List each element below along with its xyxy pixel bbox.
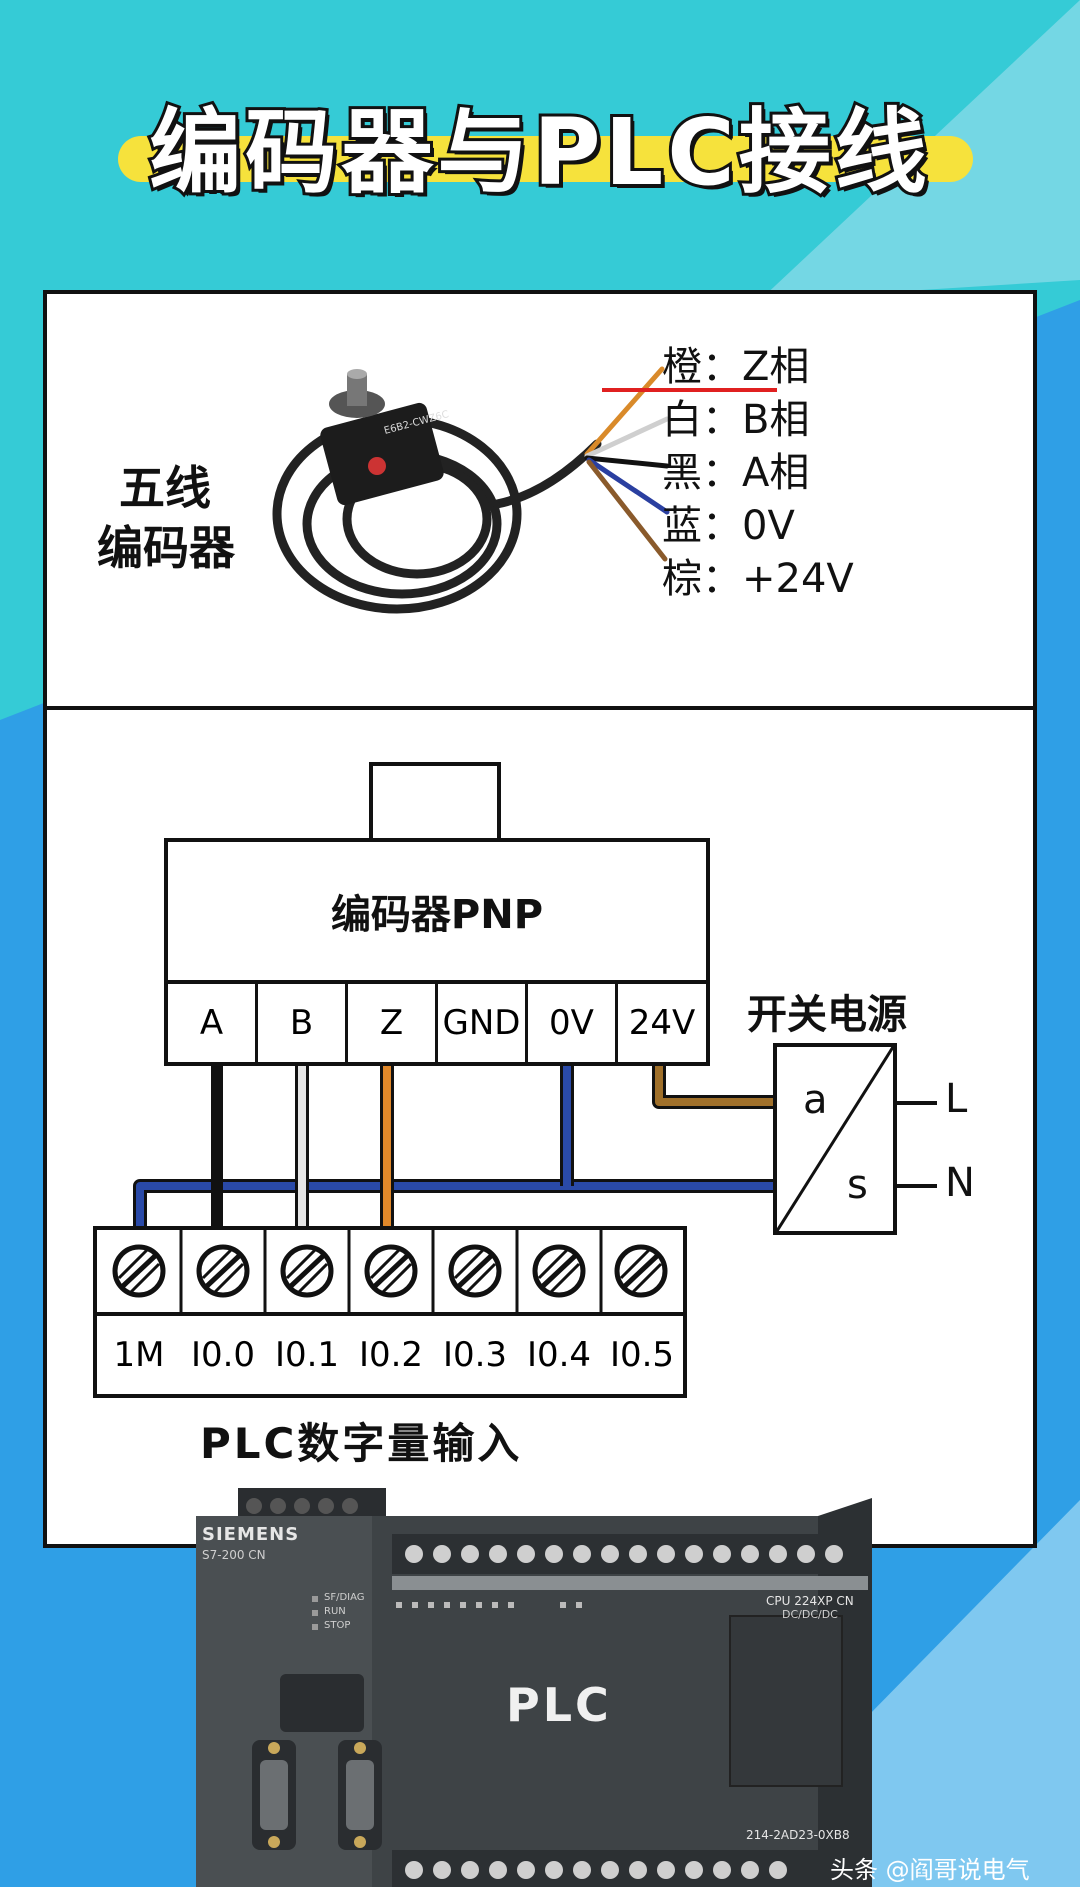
encoder-terminal-24v: 24V [628,1003,696,1043]
wire-label-blue: 蓝：0V [662,503,795,549]
wire-label-black: 黑：A相 [662,450,810,496]
title-banner: 编码器与PLC接线 [0,40,1080,209]
plc-label: PLC [506,1678,612,1732]
plc-brand: SIEMENS [202,1524,300,1545]
plc-part-number: 214-2AD23-0XB8 [746,1828,850,1842]
plc-terminal-1m: 1M [113,1335,165,1375]
psu-label-s: s [847,1162,868,1208]
psu-title: 开关电源 [747,992,907,1038]
device-label-line2: 编码器 [97,521,235,575]
encoder-pnp-title: 编码器PNP [330,892,544,938]
encoder-terminal-gnd: GND [438,984,528,1062]
plc-body-graphic [196,1488,872,1887]
wire-label-brown: 棕：+24V [662,556,854,602]
plc-led-sf: SF/DIAG [324,1592,365,1603]
plc-hardware-photo: SIEMENS S7-200 CN SF/DIAG RUN STOP PLC C… [0,1478,1080,1887]
encoder-terminal-0v: 0V [528,984,618,1062]
psu-box: a s [773,1043,897,1235]
plc-input-caption: PLC数字量输入 [200,1419,523,1468]
page-title: 编码器与PLC接线 [146,96,931,209]
plc-cpu-label: CPU 224XP CN [766,1594,854,1608]
encoder-terminal-z: Z [348,984,438,1062]
title-highlight-bar [118,136,973,182]
watermark: 头条 @阎哥说电气 [830,1856,1030,1884]
wiring-diagram-panel: 编码器PNP A B Z GND 0V 24V 开关电源 a s L N [43,706,1037,1548]
wire-label-white: 白：B相 [662,397,810,443]
wire-label-orange: 橙：Z相 [662,344,810,390]
encoder-terminal-strip: A B Z GND 0V 24V [168,980,706,1066]
plc-terminal-i0-5: I0.5 [609,1335,675,1375]
red-underline [602,388,777,392]
plc-terminal-label-row: 1M I0.0 I0.1 I0.2 I0.3 I0.4 I0.5 [97,1312,683,1398]
terminal-screws [112,1230,668,1316]
encoder-shaft-box [369,762,501,842]
plc-terminal-block: 1M I0.0 I0.1 I0.2 I0.3 I0.4 I0.5 [93,1226,687,1398]
plc-terminal-i0-4: I0.4 [526,1335,592,1375]
psu-label-a: a [803,1077,828,1123]
psu-label-n: N [945,1160,975,1206]
encoder-illustration: E6B2-CWZ6C [272,366,670,614]
encoder-pnp-box: 编码器PNP A B Z GND 0V 24V [164,838,710,1066]
plc-terminal-i0-0: I0.0 [190,1335,256,1375]
plc-model: S7-200 CN [202,1548,266,1562]
plc-led-stop: STOP [324,1620,351,1631]
wiring-lines [133,1062,937,1237]
plc-terminal-i0-2: I0.2 [358,1335,424,1375]
encoder-photo-panel: 五线 编码器 E6B2-CWZ6C 橙：Z相 白：B相 黑：A相 蓝 [43,290,1037,710]
encoder-terminal-b: B [258,984,348,1062]
device-label-line1: 五线 [119,461,211,515]
plc-led-run: RUN [324,1606,346,1617]
plc-cpu-sub: DC/DC/DC [782,1608,838,1621]
psu-label-l: L [945,1076,968,1122]
psu-diagonal [777,1047,893,1231]
encoder-terminal-a: A [168,984,258,1062]
plc-terminal-i0-3: I0.3 [442,1335,508,1375]
plc-terminal-i0-1: I0.1 [274,1335,340,1375]
